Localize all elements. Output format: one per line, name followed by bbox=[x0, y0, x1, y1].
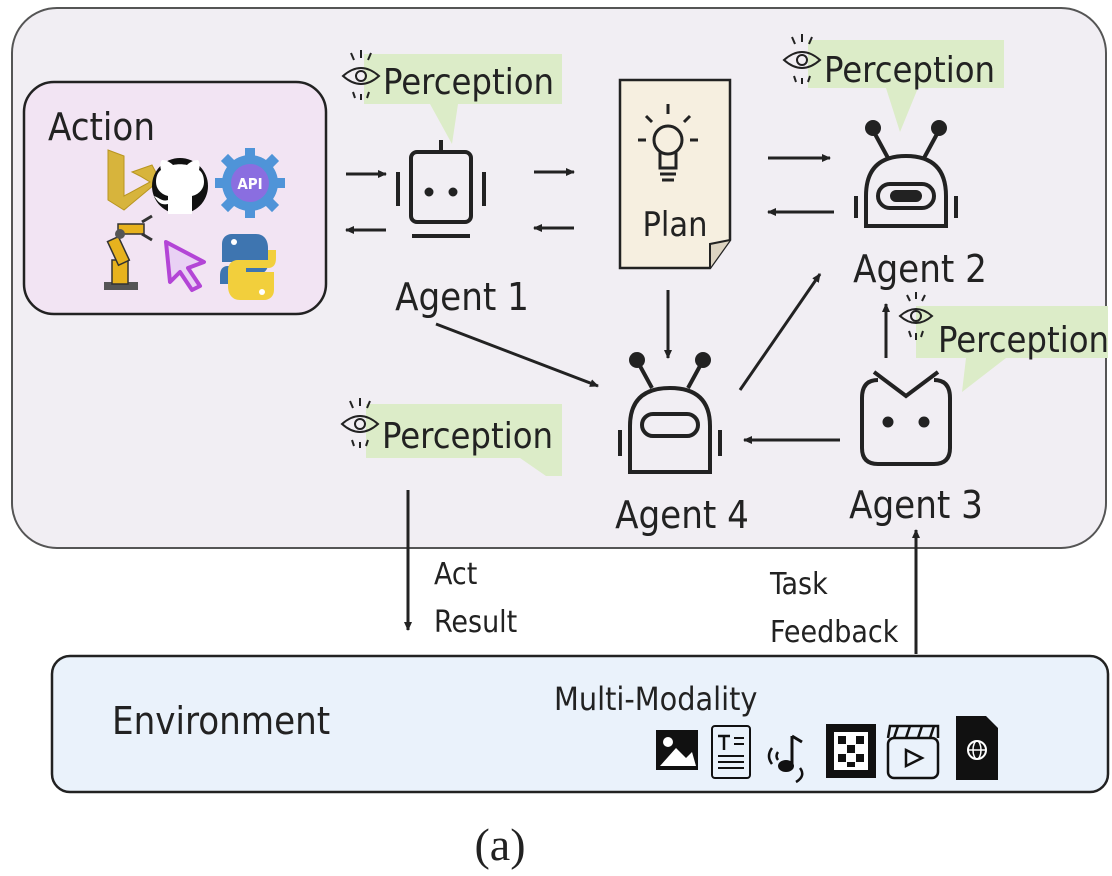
eye-icon bbox=[340, 398, 380, 448]
result-label: Result bbox=[434, 605, 517, 640]
agent2-label: Agent 2 bbox=[853, 247, 987, 291]
perception-bubble-3: Perception bbox=[898, 292, 1109, 392]
task-label: Task bbox=[769, 567, 828, 602]
video-icon bbox=[886, 724, 940, 780]
action-title: Action bbox=[48, 105, 155, 149]
perception-bubble-2: Perception bbox=[782, 34, 1004, 132]
perception-bubble-1: Perception bbox=[341, 50, 562, 144]
environment-box: Environment Multi-Modality bbox=[50, 654, 1110, 794]
perception-label-1: Perception bbox=[383, 62, 554, 103]
cursor-icon bbox=[164, 240, 206, 292]
python-icon bbox=[220, 234, 276, 300]
arrow-agent4-to-agent2 bbox=[738, 273, 822, 391]
lightbulb-icon bbox=[638, 104, 698, 182]
plan-note: Plan bbox=[618, 78, 732, 270]
act-label: Act bbox=[434, 557, 477, 592]
agent4-icon bbox=[618, 352, 722, 474]
web-file-icon bbox=[956, 716, 998, 780]
eye-icon bbox=[341, 50, 381, 100]
agent3-label: Agent 3 bbox=[849, 483, 983, 527]
agent2-icon bbox=[854, 120, 958, 228]
figure-caption: (a) bbox=[474, 819, 525, 870]
action-box: Action API bbox=[22, 80, 328, 316]
feedback-label: Feedback bbox=[770, 615, 899, 650]
modality-title: Multi-Modality bbox=[554, 680, 757, 718]
arrow-agent1-to-agent4 bbox=[435, 322, 599, 388]
qr-code-icon bbox=[826, 724, 876, 778]
github-icon bbox=[152, 158, 208, 214]
perception-label-3: Perception bbox=[938, 320, 1109, 361]
environment-label: Environment bbox=[112, 699, 330, 743]
robot-arm-icon bbox=[104, 214, 153, 290]
agent1-icon bbox=[396, 140, 486, 238]
agent4-label: Agent 4 bbox=[615, 493, 749, 537]
api-gear-icon: API bbox=[215, 148, 285, 218]
agent3-icon bbox=[860, 370, 952, 466]
image-icon bbox=[656, 730, 698, 770]
perception-label-4: Perception bbox=[382, 416, 553, 457]
eye-icon bbox=[782, 34, 822, 84]
plan-label: Plan bbox=[642, 205, 707, 245]
agent1-label: Agent 1 bbox=[395, 275, 529, 319]
eye-icon bbox=[898, 292, 934, 340]
perception-bubble-4: Perception bbox=[340, 398, 562, 476]
perception-label-2: Perception bbox=[824, 50, 995, 91]
audio-icon bbox=[767, 734, 804, 784]
text-doc-icon bbox=[711, 725, 751, 779]
api-text: API bbox=[237, 175, 262, 193]
bing-icon bbox=[107, 149, 161, 211]
